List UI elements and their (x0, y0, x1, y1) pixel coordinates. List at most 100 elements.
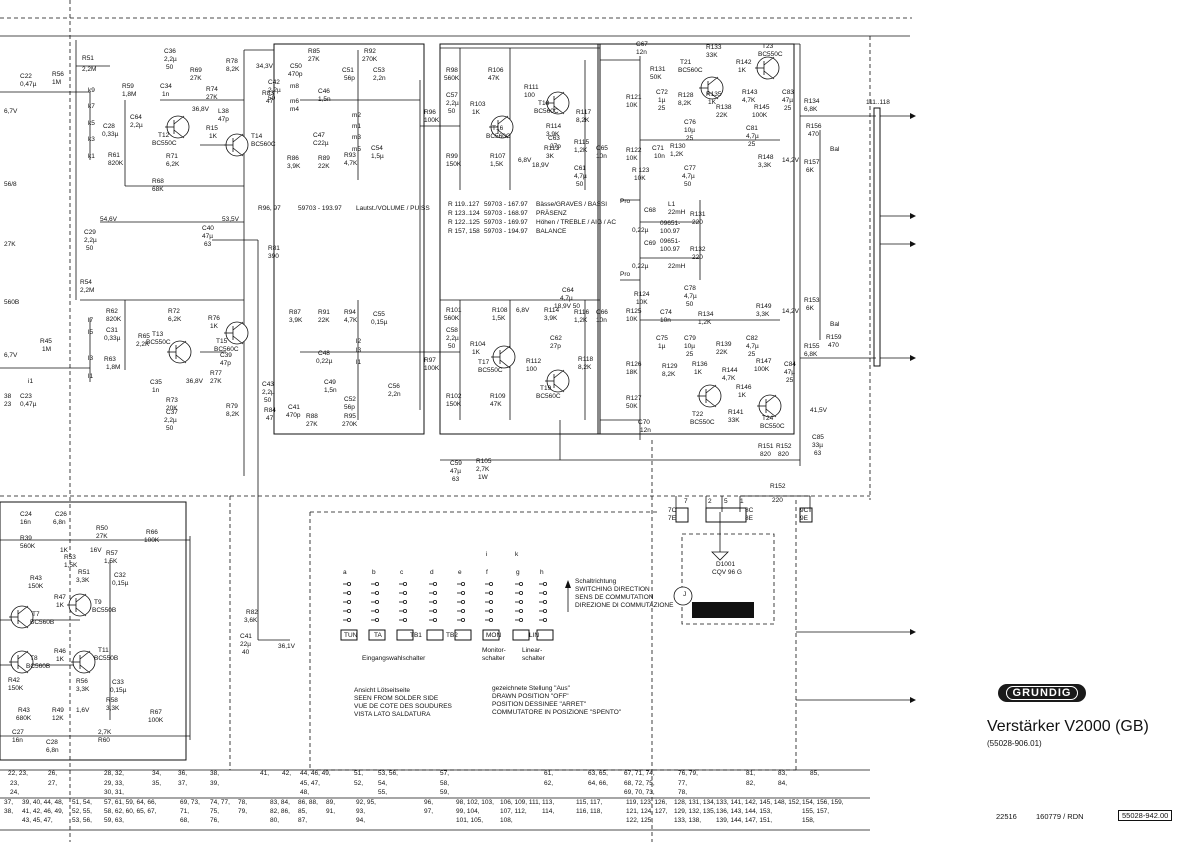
component-label: 1M (52, 79, 61, 86)
table-cell: 89, (326, 799, 335, 806)
component-label: BC560C (534, 108, 559, 115)
component-label: 36,8V (192, 106, 210, 113)
component-label: 8,2K (678, 100, 692, 107)
table-cell: 113, (542, 799, 554, 806)
table-cell: 68, 72, 75, (624, 780, 655, 787)
table-cell: 38, (210, 770, 219, 777)
component-label: 220 (692, 219, 703, 226)
component-label: R50 (96, 525, 108, 532)
diagram-title: Verstärker V2000 (GB) (987, 718, 1149, 735)
component-label: a (343, 569, 347, 576)
component-label: R91 (318, 309, 330, 316)
component-label: MON (486, 632, 501, 639)
component-label: C31 (106, 327, 118, 334)
component-label: 56p (344, 404, 355, 411)
component-label: 10µ (684, 127, 695, 134)
component-label: f (486, 569, 488, 576)
component-label: 2,2µ (262, 389, 275, 396)
component-label: R102 (446, 393, 462, 400)
component-label: 50 (686, 301, 694, 308)
component-label: R43 (30, 575, 42, 582)
component-label: 16n (20, 519, 31, 526)
component-label: 10n (654, 153, 665, 160)
component-label: 8,2K (578, 364, 592, 371)
component-label: BC550C (760, 423, 785, 430)
table-cell: 116, 118, (576, 808, 602, 815)
component-label: T7 (32, 611, 40, 618)
component-label: 100K (148, 717, 164, 724)
component-label: C76 (684, 119, 696, 126)
table-cell: 41, 42, 46, 49, (22, 808, 64, 815)
component-label: R106 (488, 67, 504, 74)
component-label: C51 (342, 67, 354, 74)
component-label: R133 (706, 44, 722, 51)
component-label: 220 (772, 497, 783, 504)
transistor-symbol (697, 384, 722, 408)
component-label: k7 (88, 103, 95, 110)
component-label: 10K (626, 316, 638, 323)
component-label: 50 (448, 343, 456, 350)
table-cell: 128, 131, 134, (674, 799, 716, 806)
component-label: 4,7K (344, 160, 358, 167)
component-label: 47 (266, 98, 274, 105)
component-label: R112 (526, 358, 541, 365)
component-label: 6K (806, 167, 815, 174)
component-label: C37 (166, 409, 178, 416)
table-cell: 83, 84, (270, 799, 290, 806)
table-cell: 94, (356, 817, 365, 824)
table-cell: 22, 23, (8, 770, 28, 777)
component-label: g (516, 569, 520, 576)
component-label: 6,2K (166, 161, 180, 168)
table-cell: 75, (210, 808, 219, 815)
component-label: 50 (264, 397, 272, 404)
component-label: 47p (220, 360, 231, 367)
component-label: DIREZIONE DI COMMUTAZIONE (575, 602, 674, 609)
component-label: 1,8M (106, 364, 120, 371)
component-label: R96, 97 (258, 205, 281, 212)
table-cell: 39, 40, 44, 48, (22, 799, 64, 806)
component-label: R73 (166, 397, 178, 404)
component-label: 33K (706, 52, 718, 59)
component-label: 3,9K (289, 317, 303, 324)
component-label: 2,2µ (446, 100, 459, 107)
component-label: 0,15µ (371, 319, 388, 326)
component-label: 50K (650, 74, 662, 81)
switch-direction-arrow (565, 580, 571, 612)
component-label: R63 (104, 356, 116, 363)
component-label: 2,2µ (84, 237, 97, 244)
table-cell: 55, (378, 789, 387, 796)
component-label: C24 (20, 511, 32, 518)
component-label: BC560C (214, 346, 239, 353)
component-label: 25 (748, 141, 756, 148)
component-label: 10n (596, 153, 607, 160)
component-label: L1 (668, 201, 676, 208)
component-label: 47µ (782, 97, 793, 104)
component-label: l7 (88, 317, 93, 324)
table-cell: 68, (180, 817, 189, 824)
component-label: R76 (208, 315, 220, 322)
component-label: C53 (373, 67, 385, 74)
component-label: C32 (114, 572, 126, 579)
component-label: R101 (446, 307, 462, 314)
component-label: C81 (746, 125, 758, 132)
component-label: R57 (106, 550, 118, 557)
component-label: TA (374, 632, 382, 639)
component-label: 2,2K (136, 341, 150, 348)
component-label: 47p (218, 116, 229, 123)
table-cell: 101, 105, (456, 817, 483, 824)
component-label: 1K (738, 392, 747, 399)
switch-contact-column (536, 582, 554, 641)
component-label: 25 (686, 351, 694, 358)
component-label: R 119..127 (448, 201, 480, 208)
component-label: R115 (574, 139, 589, 146)
component-label: 4,7K (722, 375, 736, 382)
table-cell: 57, (440, 770, 449, 777)
component-label: 2,2µ (268, 87, 281, 94)
component-label: 7E (668, 515, 677, 522)
component-label: 59703 - 167.97 (484, 201, 528, 208)
component-label: 0,15µ (110, 687, 127, 694)
component-label: R51 (82, 55, 94, 62)
component-label: m3 (352, 134, 361, 141)
component-label: 0,22µ (632, 227, 649, 234)
component-label: R105 (476, 458, 492, 465)
